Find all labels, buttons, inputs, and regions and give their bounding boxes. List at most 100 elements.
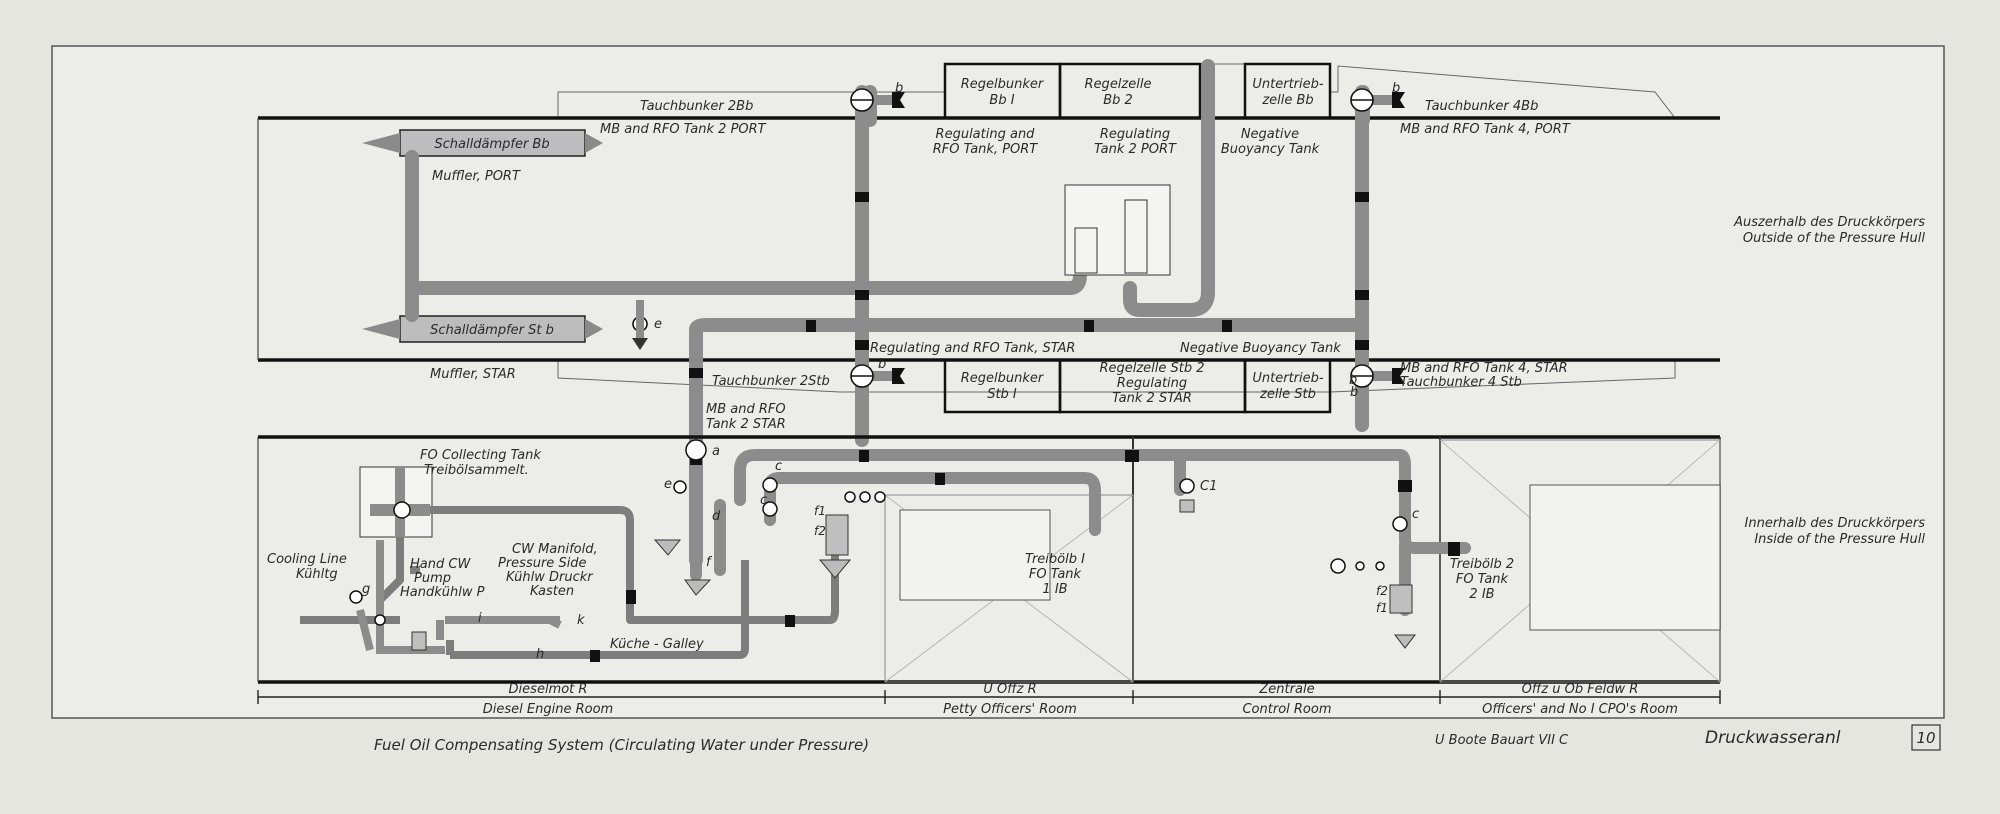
valve-letter-b: b xyxy=(1349,373,1357,388)
label-muffler-bb: Schalldämpfer Bb xyxy=(434,137,549,152)
label-cw-manifold-a: CW Manifold, xyxy=(512,542,598,557)
untertrieb-bb-box xyxy=(1243,62,1332,120)
label-mb-rfo-2-port: MB and RFO Tank 2 PORT xyxy=(600,122,767,137)
label-mb-rfo-2-star-a: MB and RFO xyxy=(706,402,786,417)
label-treibol-2-c: 2 IB xyxy=(1469,587,1494,602)
label-regulating-rfo-port-a: Regulating and xyxy=(936,127,1036,142)
valve-a xyxy=(685,439,707,461)
regelzelle-bb2-box xyxy=(1058,62,1202,120)
valve-letter-f2: f2 xyxy=(814,524,826,538)
label-kuche: Küche - Galley xyxy=(610,637,704,652)
valve-letter-f1: f1 xyxy=(814,504,826,518)
label-regulating-2-port-b: Tank 2 PORT xyxy=(1094,142,1177,157)
muffler-stb-box xyxy=(399,315,586,343)
note-inside-a: Innerhalb des Druckkörpers xyxy=(1745,516,1926,531)
valve-letter-c1: C1 xyxy=(1200,479,1217,494)
label-treibol-1-c: 1 IB xyxy=(1042,582,1067,597)
label-muffler-star: Muffler, STAR xyxy=(430,367,516,382)
valve-letter-b: b xyxy=(1350,385,1358,400)
label-regelbunker-bb1-b: Bb I xyxy=(989,93,1014,108)
valve-letter-h: h xyxy=(536,647,544,662)
label-fo-collecting-a: FO Collecting Tank xyxy=(420,448,541,463)
room-officers-b: Officers' and No I CPO's Room xyxy=(1482,702,1678,717)
label-untertrieb-bb-b: zelle Bb xyxy=(1261,93,1313,108)
label-mb-rfo-2-star-b: Tank 2 STAR xyxy=(706,417,786,432)
valve-letter-e: e xyxy=(654,317,662,332)
label-tauchbunker-2bb: Tauchbunker 2Bb xyxy=(640,99,753,114)
label-regelzelle-stb2-a: Regelzelle Stb 2 xyxy=(1099,361,1204,376)
label-mb-rfo-4-port: MB and RFO Tank 4, PORT xyxy=(1400,122,1571,137)
valve-letter-a: a xyxy=(712,444,720,459)
valve-letter-f1: f1 xyxy=(1376,601,1388,615)
muffler-bb-box xyxy=(399,129,586,157)
label-negative-buoyancy-a: Negative xyxy=(1241,127,1299,142)
valve-letter-d: d xyxy=(712,509,721,524)
note-outside-b: Outside of the Pressure Hull xyxy=(1743,231,1926,246)
label-regelzelle-stb2-c: Tank 2 STAR xyxy=(1112,391,1192,406)
label-negative-buoyancy-b: Buoyancy Tank xyxy=(1221,142,1320,157)
label-hand-pump-b: Pump xyxy=(414,571,451,586)
label-cw-manifold-d: Kasten xyxy=(530,584,574,599)
valve-letter-g: g xyxy=(362,582,370,597)
room-officers-a: Offz u Ob Feldw R xyxy=(1522,682,1639,697)
label-treibol-2-b: FO Tank xyxy=(1456,572,1509,587)
note-outside-a: Auszerhalb des Druckkörpers xyxy=(1733,215,1925,230)
valve-letter-i: i xyxy=(478,611,482,626)
outer-hull-section xyxy=(257,59,1720,567)
valve-letter-b: b xyxy=(895,81,903,96)
valve-letter-b: b xyxy=(878,357,886,372)
label-mb-rfo-4-star-a: MB and RFO Tank 4, STAR xyxy=(1400,361,1568,376)
label-regelzelle-bb2-b: Bb 2 xyxy=(1103,93,1133,108)
room-dimension-line xyxy=(257,690,1721,704)
untertrieb-stb-box xyxy=(1243,358,1332,414)
room-diesel-a: Dieselmot R xyxy=(509,682,588,697)
label-fo-collecting-b: Treibölsammelt. xyxy=(424,463,529,478)
label-regelbunker-bb1-a: Regelbunker xyxy=(961,77,1045,92)
room-control-a: Zentrale xyxy=(1258,682,1314,697)
valve-letter-b: b xyxy=(1392,81,1400,96)
label-untertrieb-stb-a: Untertrieb- xyxy=(1252,371,1323,386)
label-treibol-1-b: FO Tank xyxy=(1029,567,1082,582)
label-regelbunker-stb1-b: Stb I xyxy=(987,387,1017,402)
label-regelzelle-stb2-b: Regulating xyxy=(1117,376,1187,391)
page-number: 10 xyxy=(1916,729,1935,747)
room-petty-b: Petty Officers' Room xyxy=(943,702,1077,717)
valve-letter-c: c xyxy=(760,493,767,508)
label-treibol-1-a: Treibölb I xyxy=(1025,552,1085,567)
label-cooling-line-a: Cooling Line xyxy=(267,552,347,567)
label-regelzelle-bb2-a: Regelzelle xyxy=(1085,77,1152,92)
label-mb-rfo-4-star-b: Tauchbunker 4 Stb xyxy=(1400,375,1522,390)
valve-letter-f: f xyxy=(706,555,713,570)
room-control-b: Control Room xyxy=(1242,702,1331,717)
label-regelbunker-stb1-a: Regelbunker xyxy=(961,371,1045,386)
label-untertrieb-bb-a: Untertrieb- xyxy=(1252,77,1323,92)
labels: Tauchbunker 2Bb Regelbunker Bb I Regelze… xyxy=(267,77,1936,754)
boat-class: U Boote Bauart VII C xyxy=(1435,733,1569,748)
label-muffler-stb: Schalldämpfer St b xyxy=(430,323,554,338)
valve-letter-c: c xyxy=(775,459,782,474)
label-tauchbunker-4bb: Tauchbunker 4Bb xyxy=(1425,99,1538,114)
label-hand-pump-a: Hand CW xyxy=(410,557,471,572)
label-cw-manifold-c: Kühlw Druckr xyxy=(506,570,594,585)
label-hand-pump-c: Handkühlw P xyxy=(400,585,485,600)
label-regulating-2-port-a: Regulating xyxy=(1100,127,1170,142)
label-tauchbunker-2stb: Tauchbunker 2Stb xyxy=(712,374,830,389)
valve-letter-k: k xyxy=(577,613,585,628)
valve-letter-f2: f2 xyxy=(1376,584,1388,598)
room-diesel-b: Diesel Engine Room xyxy=(483,702,613,717)
system-name: Druckwasseranl xyxy=(1705,728,1841,748)
page-number-box xyxy=(1911,724,1941,751)
valve-letter-c: c xyxy=(1412,507,1419,522)
diagram-title: Fuel Oil Compensating System (Circulatin… xyxy=(374,736,869,754)
inner-hull-section xyxy=(257,435,1721,684)
label-untertrieb-stb-b: zelle Stb xyxy=(1259,387,1316,402)
label-treibol-2-a: Treibölb 2 xyxy=(1450,557,1514,572)
label-cooling-line-b: Kühltg xyxy=(296,567,338,582)
label-muffler-port: Muffler, PORT xyxy=(432,169,521,184)
label-cw-manifold-b: Pressure Side xyxy=(498,556,587,571)
note-inside-b: Inside of the Pressure Hull xyxy=(1754,532,1925,547)
label-regulating-rfo-star: Regulating and RFO Tank, STAR xyxy=(870,341,1075,356)
valve-letter-e: e xyxy=(664,477,672,492)
label-regulating-rfo-port-b: RFO Tank, PORT xyxy=(933,142,1039,157)
